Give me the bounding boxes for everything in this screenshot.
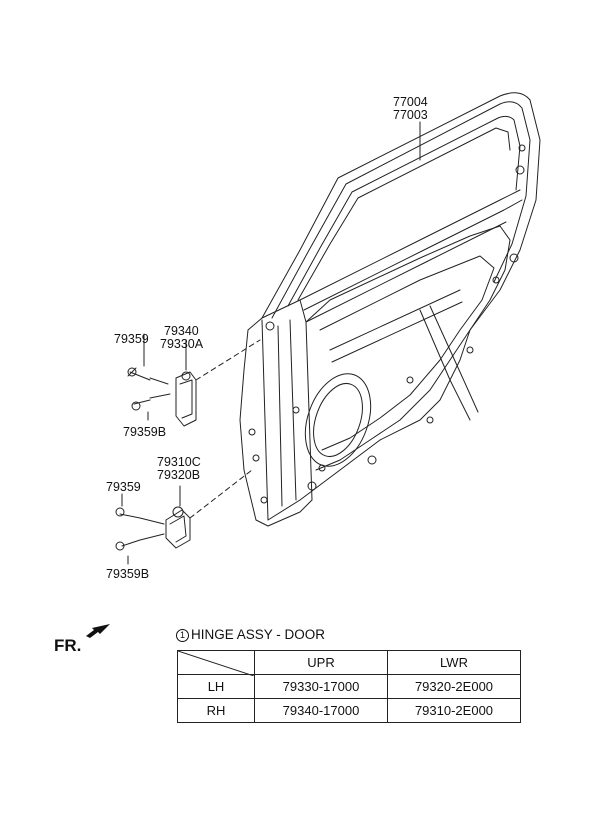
cell-lh-upr: 79330-17000 xyxy=(254,674,388,699)
front-arrow-icon xyxy=(86,624,110,638)
table-title: HINGE ASSY - DOOR xyxy=(191,627,326,642)
table-corner-cell xyxy=(177,650,255,676)
lower-bolt xyxy=(119,513,165,525)
table-header-row: UPR LWR xyxy=(177,650,521,676)
part-label-79310c: 79310C xyxy=(157,455,201,469)
row-header-lh: LH xyxy=(177,674,255,699)
row-header-rh: RH xyxy=(177,698,255,723)
part-label-79330a: 79330A xyxy=(160,337,204,351)
cell-lh-lwr: 79320-2E000 xyxy=(387,674,521,699)
part-label-79359b-upper: 79359B xyxy=(123,425,167,439)
hinge-parts-table: UPR LWR LH 79330-17000 79320-2E000 RH 79… xyxy=(177,650,521,723)
cell-rh-upr: 79340-17000 xyxy=(254,698,388,723)
door-exploded-diagram xyxy=(115,92,541,565)
table-row: LH 79330-17000 79320-2E000 xyxy=(177,674,521,699)
inner-door-panel xyxy=(239,299,313,527)
part-label-79320b: 79320B xyxy=(157,468,201,482)
door-frame-outline xyxy=(261,92,541,521)
part-label-79359b-lower: 79359B xyxy=(106,567,150,581)
marker-circle: 1 xyxy=(176,629,189,642)
cell-rh-lwr: 79310-2E000 xyxy=(387,698,521,723)
column-header-upr: UPR xyxy=(254,650,388,675)
lower-bolt-b xyxy=(121,533,165,547)
speaker-cutout xyxy=(304,373,372,467)
column-header-lwr: LWR xyxy=(387,650,521,675)
lower-hinge xyxy=(165,509,191,549)
part-label-79340: 79340 xyxy=(164,324,199,338)
part-label-79359-upper: 79359 xyxy=(114,332,149,346)
part-label-79359-lower: 79359 xyxy=(106,480,141,494)
upper-hinge xyxy=(175,371,197,427)
front-indicator: FR. xyxy=(54,636,82,655)
part-label-77004: 77004 xyxy=(393,95,428,109)
upper-bolt-b xyxy=(133,393,171,405)
part-label-77003: 77003 xyxy=(393,108,428,122)
table-row: RH 79340-17000 79310-2E000 xyxy=(177,698,521,723)
